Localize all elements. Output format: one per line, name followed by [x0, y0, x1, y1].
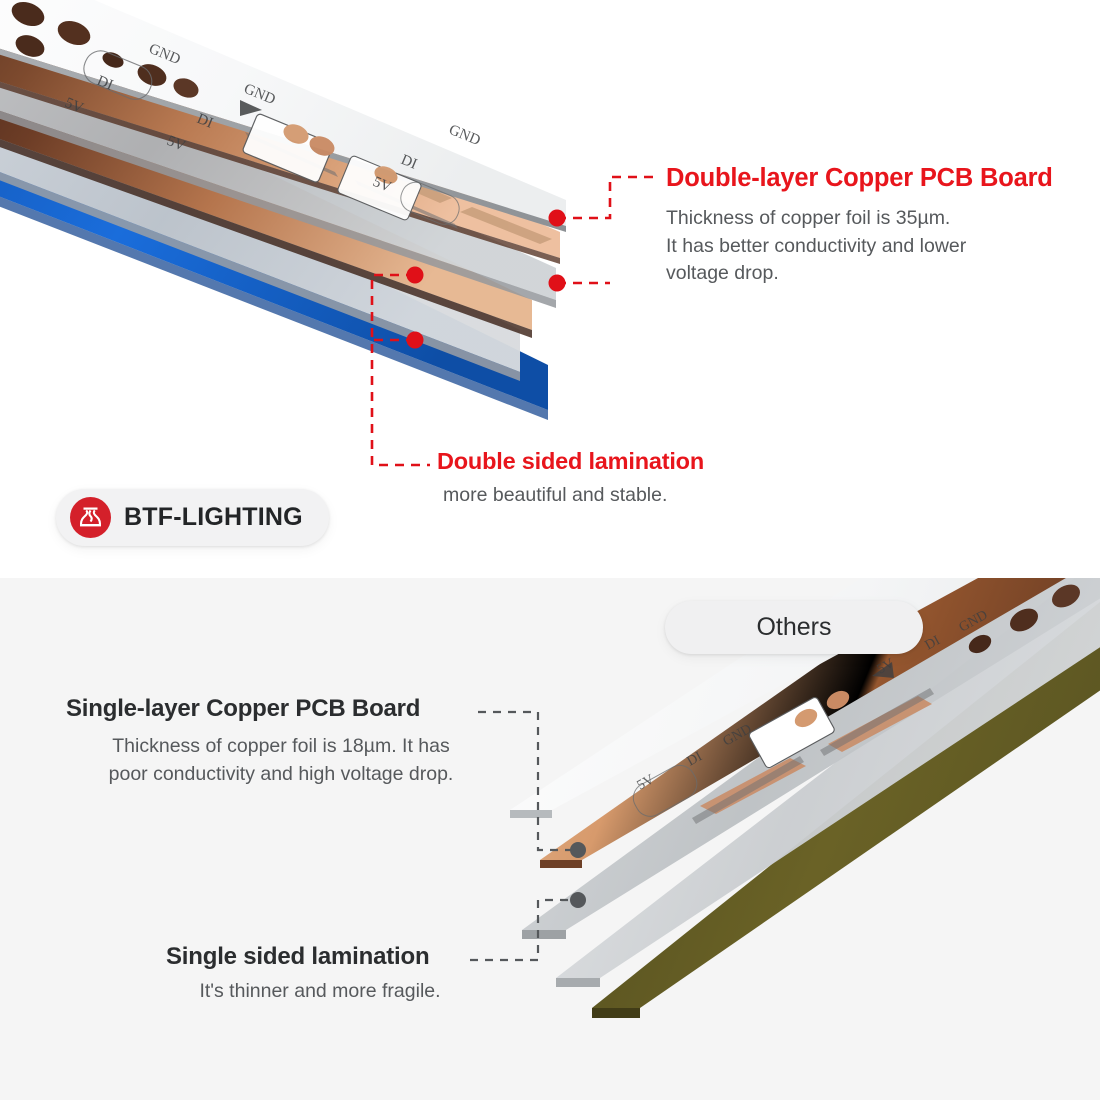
layer-pcb-top-white: GND DI 5V GND DI 5V GND DI 5V — [0, 0, 566, 232]
single-layer-strip-illustration: 5V DI GND 5V DI GND — [470, 578, 1100, 1018]
callout-title: Single sided lamination — [166, 943, 430, 970]
callout-body-line: Thickness of copper foil is 18µm. It has — [112, 735, 450, 758]
pcb-led-pads — [11, 1, 460, 225]
callout-title: Double sided lamination — [437, 448, 704, 474]
svg-text:DI: DI — [923, 633, 943, 653]
others-badge[interactable]: Others — [665, 601, 923, 654]
svg-text:GND: GND — [446, 122, 482, 149]
marker-dot-lamination-lower — [406, 331, 424, 349]
marker-dot-copper-single — [570, 842, 586, 858]
layer-lamination-b-upper — [522, 578, 1100, 939]
others-label: Others — [756, 613, 832, 641]
callout-double-sided-lamination: Double sided lamination more beautiful a… — [437, 448, 857, 509]
callout-title: Double-layer Copper PCB Board — [666, 164, 1053, 192]
svg-text:5V: 5V — [62, 95, 85, 117]
callout-double-layer-pcb: Double-layer Copper PCB Board Thickness … — [666, 164, 1086, 288]
double-layer-strip-illustration: GND DI 5V GND DI 5V GND DI 5V — [0, 0, 660, 467]
callout-body: It's thinner and more fragile. — [140, 978, 500, 1005]
callout-body: more beautiful and stable. — [443, 482, 857, 509]
svg-text:DI: DI — [194, 111, 215, 132]
callout-title: Single-layer Copper PCB Board — [66, 695, 421, 722]
direction-arrow-icon — [240, 100, 262, 116]
marker-dot-copper-lower — [548, 274, 566, 292]
leader-lines-single-lamination — [470, 898, 578, 962]
callout-body-line: Thickness of copper foil is 35µm. — [666, 207, 951, 230]
leader-lines-single-layer — [478, 710, 578, 852]
callout-body: Thickness of copper foil is 18µm. It has… — [46, 733, 516, 788]
marker-dot-lamination-upper — [406, 266, 424, 284]
top-comparison-section: GND DI 5V GND DI 5V GND DI 5V — [0, 0, 1086, 546]
callout-body-line: voltage drop. — [666, 262, 779, 285]
pcb-led-pads-b — [632, 584, 1080, 817]
svg-text:DI: DI — [94, 73, 115, 94]
marker-dot-copper-upper — [548, 209, 566, 227]
btf-lighting-logo-icon — [70, 497, 111, 538]
svg-text:DI: DI — [398, 152, 419, 173]
callout-body-line: poor conductivity and high voltage drop. — [108, 763, 454, 786]
marker-dot-lamination-single — [570, 892, 586, 908]
svg-text:DI: DI — [685, 749, 705, 769]
callout-body-line: It's thinner and more fragile. — [199, 980, 441, 1003]
svg-text:5V: 5V — [164, 133, 187, 155]
svg-text:5V: 5V — [370, 174, 393, 196]
callout-body: Thickness of copper foil is 35µm. It has… — [666, 205, 1086, 288]
leader-lines-double-layer — [557, 175, 660, 285]
callout-single-layer-pcb: Single-layer Copper PCB Board Thickness … — [46, 695, 516, 789]
callout-body-line: more beautiful and stable. — [443, 483, 668, 506]
callout-body-line: It has better conductivity and lower — [666, 234, 967, 257]
brand-name: BTF-LIGHTING — [124, 503, 303, 531]
bottom-comparison-section: 5V DI GND 5V DI GND Others — [0, 578, 1100, 1100]
svg-text:5V: 5V — [635, 772, 657, 793]
brand-badge[interactable]: BTF-LIGHTING — [56, 489, 329, 546]
callout-single-sided-lamination: Single sided lamination It's thinner and… — [110, 943, 500, 1006]
direction-arrow-icon-b — [872, 662, 894, 678]
